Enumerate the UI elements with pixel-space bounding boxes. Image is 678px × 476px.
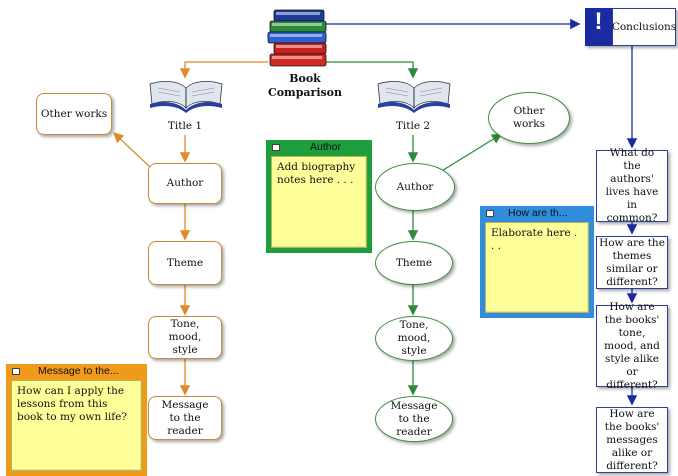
note-message[interactable]: Message to the... How can I apply the le… <box>6 364 147 476</box>
conclusion-q4[interactable]: How are the books' messages alike or dif… <box>596 407 668 473</box>
conclusions-header[interactable]: Conclusions <box>612 8 676 46</box>
conclusion-q2[interactable]: How are the themes similar or different? <box>596 236 668 289</box>
author-left[interactable]: Author <box>148 163 222 204</box>
theme-right[interactable]: Theme <box>375 241 453 285</box>
note-body[interactable]: How can I apply the lessons from this bo… <box>11 380 142 471</box>
other-works-left[interactable]: Other works <box>36 93 112 135</box>
other-works-right[interactable]: Other works <box>488 92 570 144</box>
note-title: Message to the... <box>38 365 119 377</box>
connector-center-title1 <box>179 61 268 79</box>
book-stack-icon <box>267 9 327 67</box>
message-right[interactable]: Message to the reader <box>375 396 453 442</box>
title-1[interactable]: Title 1 <box>167 119 203 132</box>
note-title: How are th... <box>508 207 568 219</box>
tone-left[interactable]: Tone, mood, style <box>148 316 222 359</box>
open-book-icon <box>149 80 223 113</box>
note-how[interactable]: How are th... Elaborate here . . . <box>480 206 594 318</box>
note-body[interactable]: Add biography notes here . . . <box>271 156 367 248</box>
conclusion-q1[interactable]: What do the authors' lives have in commo… <box>596 147 668 224</box>
exclamation-icon: ! <box>585 8 612 46</box>
tone-right[interactable]: Tone, mood, style <box>375 316 453 361</box>
open-book-icon <box>377 80 451 113</box>
note-author[interactable]: Author Add biography notes here . . . <box>266 140 372 253</box>
theme-left[interactable]: Theme <box>148 241 222 285</box>
note-body[interactable]: Elaborate here . . . <box>485 222 589 313</box>
title-2[interactable]: Title 2 <box>395 119 431 132</box>
message-left[interactable]: Message to the reader <box>148 396 222 440</box>
note-menu-icon <box>272 143 280 151</box>
connector-author-otherworks <box>113 132 151 168</box>
connector-center-title2 <box>300 61 419 79</box>
center-label[interactable]: Book Comparison <box>267 72 343 99</box>
note-title: Author <box>310 141 341 153</box>
conclusion-q3[interactable]: How are the books' tone, mood, and style… <box>596 301 668 391</box>
note-menu-icon <box>12 367 20 375</box>
author-right[interactable]: Author <box>375 163 455 211</box>
note-menu-icon <box>486 209 494 217</box>
connector-author-otherworks2 <box>439 133 503 173</box>
